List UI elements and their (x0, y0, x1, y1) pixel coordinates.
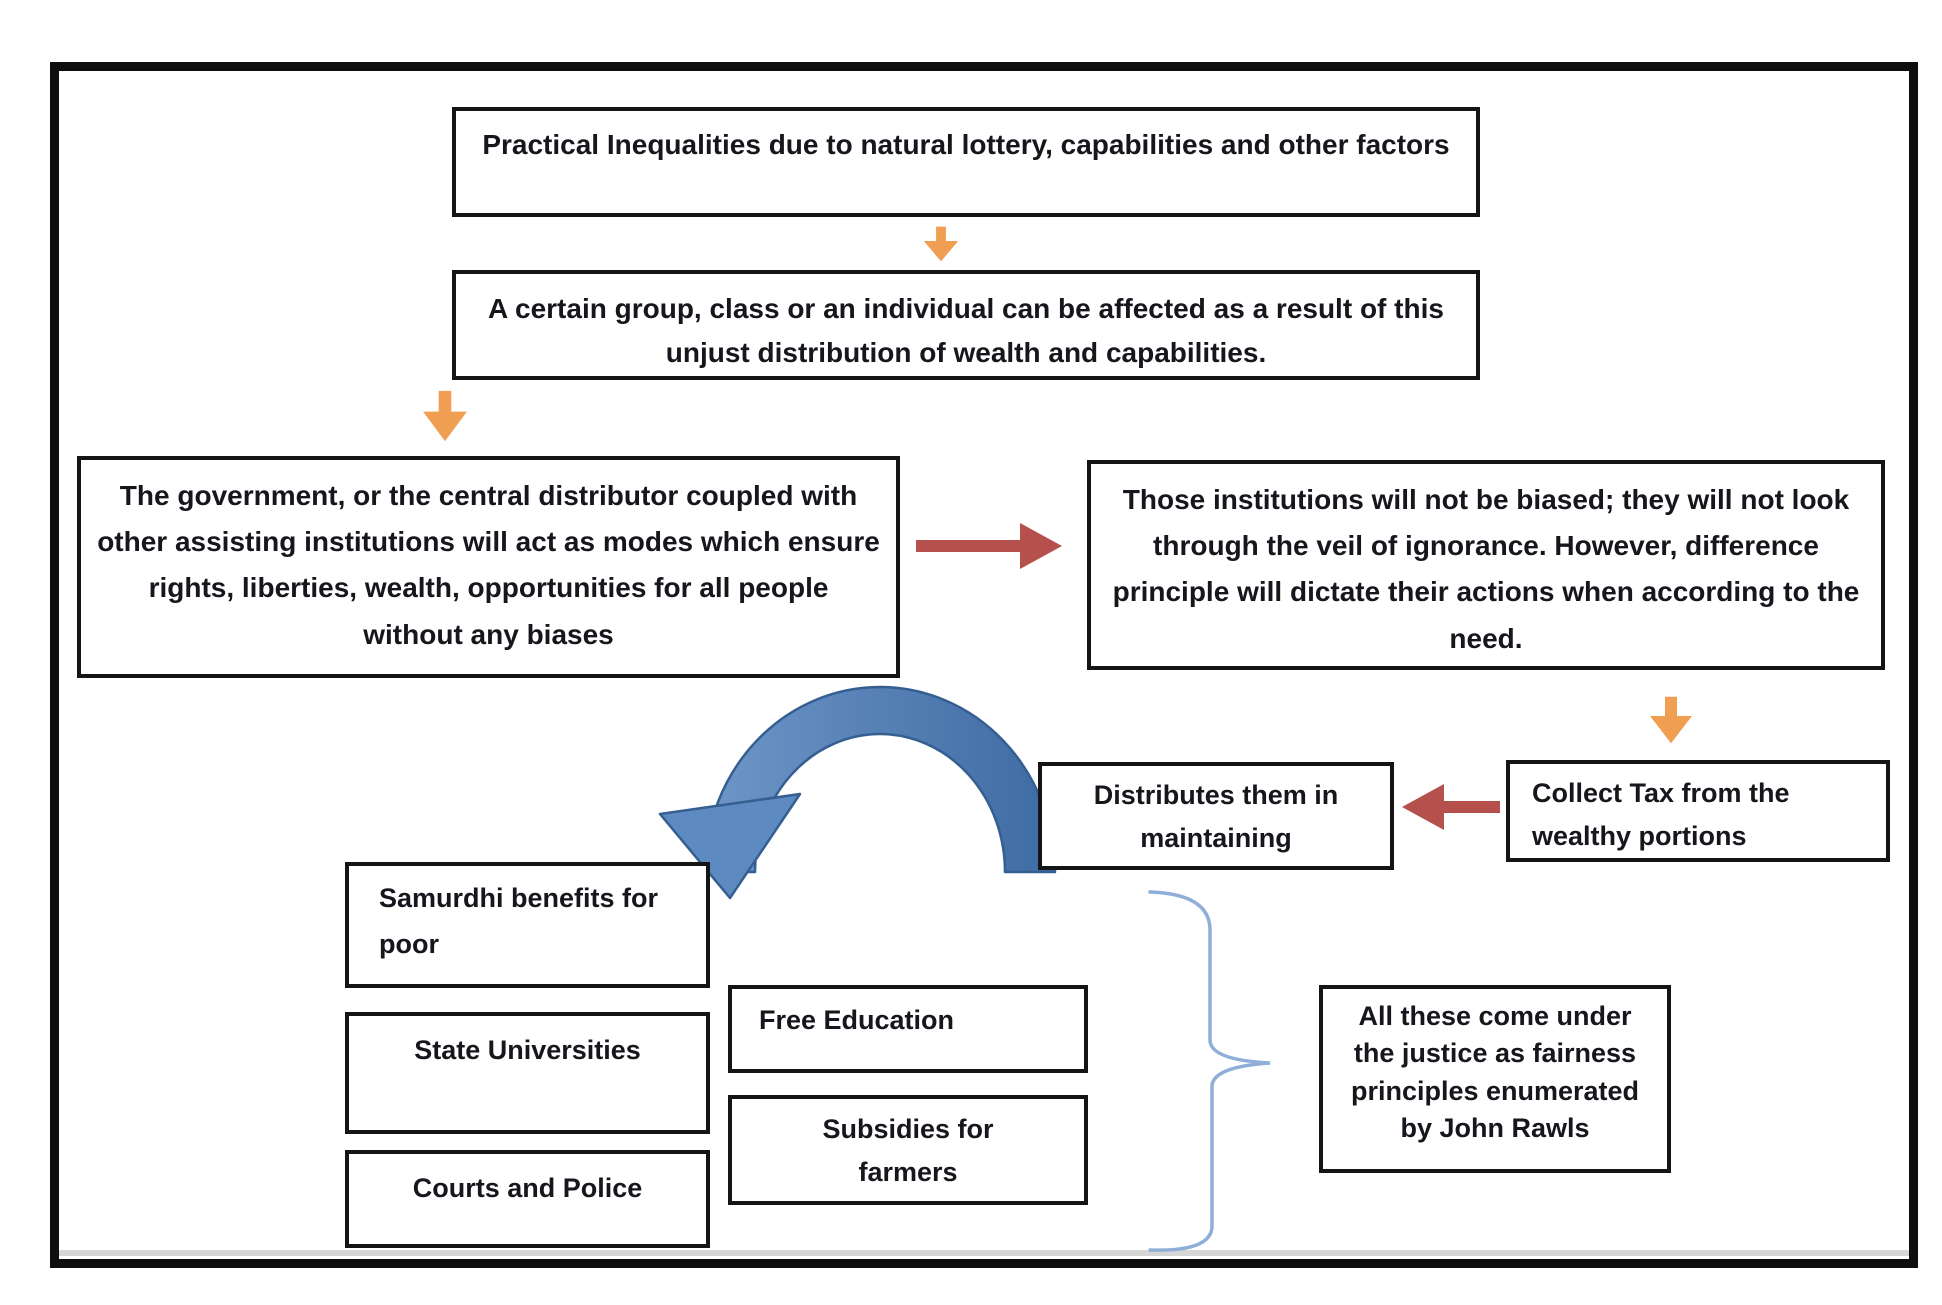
down-arrow-icon (1649, 696, 1693, 744)
curved-arrow-icon (650, 672, 1080, 922)
box-courts-police: Courts and Police (345, 1150, 710, 1248)
box-distributes-text: Distributes them in maintaining (1093, 780, 1339, 854)
down-arrow-icon (923, 226, 959, 262)
box-practical-inequalities-text: Practical Inequalities due to natural lo… (482, 129, 1450, 160)
box-affected-group-text: A certain group, class or an individual … (488, 293, 1444, 369)
down-arrow-icon (422, 390, 468, 442)
box-practical-inequalities: Practical Inequalities due to natural lo… (452, 107, 1480, 217)
box-courts-police-text: Courts and Police (412, 1173, 643, 1203)
diagram-border (50, 62, 1918, 1268)
box-distributes: Distributes them in maintaining (1038, 762, 1394, 870)
box-collect-tax: Collect Tax from the wealthy portions (1506, 760, 1890, 862)
right-arrow-icon (916, 521, 1064, 571)
box-free-education-text: Free Education (759, 1005, 955, 1035)
box-institutions-unbiased: Those institutions will not be biased; t… (1087, 460, 1885, 670)
box-state-universities-text: State Universities (414, 1035, 641, 1065)
box-state-universities: State Universities (345, 1012, 710, 1134)
box-government-distributor: The government, or the central distribut… (77, 456, 900, 678)
page-edge-line (59, 1250, 1909, 1256)
left-arrow-icon (1400, 782, 1500, 832)
box-justice-fairness: All these come under the justice as fair… (1319, 985, 1671, 1173)
box-affected-group: A certain group, class or an individual … (452, 270, 1480, 380)
box-subsidies-farmers: Subsidies for farmers (728, 1095, 1088, 1205)
box-subsidies-farmers-text: Subsidies for farmers (822, 1114, 994, 1188)
box-samurdhi-benefits: Samurdhi benefits for poor (345, 862, 710, 988)
box-government-distributor-text: The government, or the central distribut… (97, 480, 880, 650)
brace-icon (1142, 882, 1282, 1258)
box-collect-tax-text: Collect Tax from the wealthy portions (1532, 778, 1790, 852)
curved-arrow-head (658, 792, 802, 900)
box-samurdhi-benefits-text: Samurdhi benefits for poor (379, 883, 659, 959)
box-free-education: Free Education (728, 985, 1088, 1073)
box-justice-fairness-text: All these come under the justice as fair… (1350, 1001, 1640, 1143)
box-institutions-unbiased-text: Those institutions will not be biased; t… (1112, 484, 1860, 654)
